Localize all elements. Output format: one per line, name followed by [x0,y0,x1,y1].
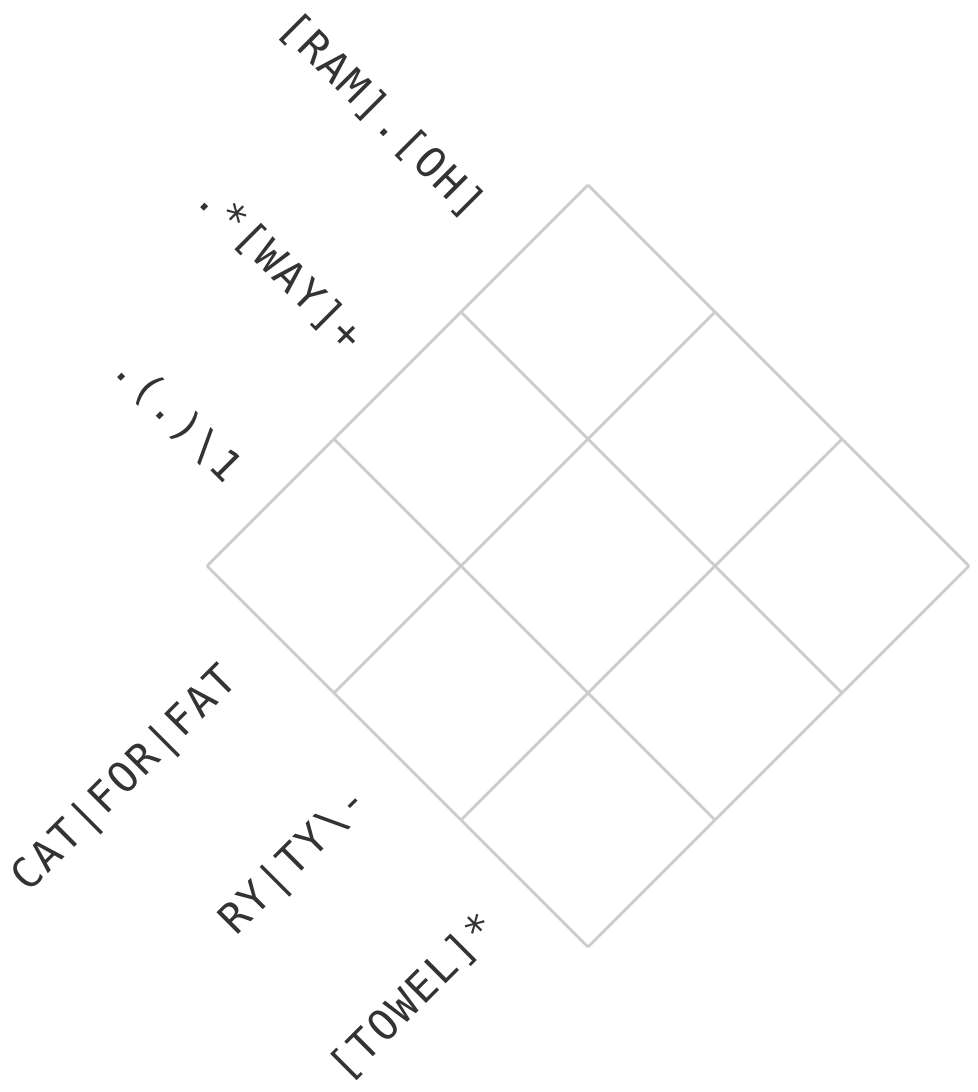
grid-line-row-3 [205,564,590,949]
clue-bottom-3: [TOWEL]* [318,901,507,1090]
clue-top-3: .(.)\1 [103,342,253,492]
grid-line-row-0 [586,183,971,568]
grid-line-col-0 [205,183,590,568]
clue-top-1: [RAM].[OH] [269,1,497,229]
grid-line-row-1 [459,310,844,695]
grid-lines [205,183,971,949]
clue-top-2: .*[WAY]+ [186,172,375,361]
grid-line-col-2 [459,437,844,822]
clue-bottom-1: CAT|FOR|FAT [0,653,247,900]
grid-line-col-3 [586,564,971,949]
grid-line-col-1 [332,310,717,695]
clue-bottom-2: RY|TY\- [208,773,378,943]
grid-line-row-2 [332,437,717,822]
